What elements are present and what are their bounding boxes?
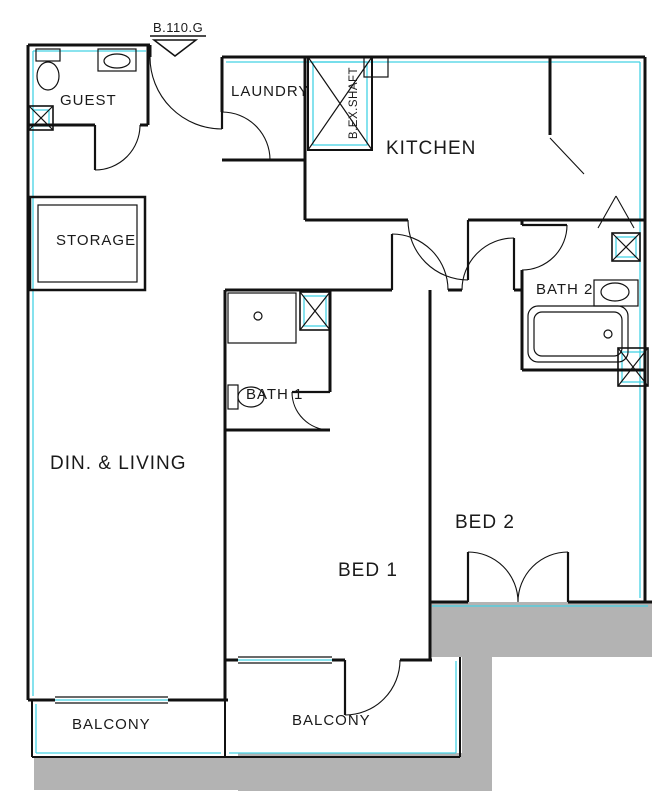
- guest-door-arc: [94, 124, 141, 171]
- storage-walls: [28, 195, 147, 292]
- room-label-bed1: BED 1: [338, 560, 398, 581]
- bath1-toilet-fixture: [227, 384, 265, 410]
- slab-balcony-left: [34, 757, 238, 790]
- bed2-french-door-leaves: [466, 552, 570, 602]
- door-leaves: [93, 57, 570, 715]
- bath2-sink-fixture: [593, 279, 639, 307]
- bath1-door-arc: [291, 391, 331, 431]
- window-lines: [55, 656, 332, 704]
- bath1-shaft-box: [299, 291, 331, 331]
- laundry-door-arc: [221, 111, 271, 161]
- room-label-bath2: BATH 2: [536, 281, 593, 298]
- kitchen-door-arc: [407, 219, 469, 281]
- room-label-bed2: BED 2: [455, 512, 515, 533]
- slab-balcony-center: [238, 753, 492, 791]
- room-label-storage: STORAGE: [56, 232, 136, 249]
- entrance-triangle-icon: [151, 39, 199, 57]
- room-label-balcony-left: BALCONY: [72, 716, 151, 733]
- bed1-balcony-door-arc: [344, 659, 401, 716]
- room-label-guest: GUEST: [60, 92, 117, 109]
- outer-walls: [26, 43, 652, 702]
- bed2-door-arc: [461, 237, 515, 291]
- slab-shapes: [34, 602, 652, 791]
- interior-walls: [28, 45, 645, 432]
- slab-bed2-band: [430, 602, 652, 657]
- room-label-laundry: LAUNDRY: [231, 83, 309, 100]
- bath2-door-arc: [521, 224, 568, 271]
- entrance-door-arc: [149, 56, 223, 130]
- kitchen-column: [363, 56, 389, 78]
- room-label-bath1: BATH 1: [246, 386, 303, 403]
- exhaust-shaft-box: [307, 56, 373, 151]
- guest-shaft-box: [28, 105, 54, 131]
- bed1-door-arc: [391, 233, 449, 291]
- room-label-balcony-center: BALCONY: [292, 712, 371, 729]
- unit-label: B.110.G: [153, 20, 203, 35]
- balcony-rails: [31, 657, 461, 758]
- right-wall-shaft-box-lower: [617, 347, 649, 387]
- bath2-bathtub-fixture: [527, 305, 629, 363]
- door-swing-arcs: [94, 56, 635, 716]
- kitchen-corner-door-lines: [549, 137, 635, 229]
- guest-toilet-fixture: [35, 48, 61, 91]
- fixtures: [28, 48, 649, 410]
- guest-sink-fixture: [97, 48, 137, 72]
- room-labels: B.110.G GUEST STORAGE LAUNDRY B.EX.SHAFT…: [50, 20, 593, 733]
- cyan-accent-lines: [32, 50, 648, 754]
- right-wall-shaft-box-upper: [611, 232, 641, 262]
- slab-balcony-right-column: [462, 657, 492, 757]
- bed2-french-door-arcs: [467, 551, 569, 603]
- room-label-kitchen: KITCHEN: [386, 138, 476, 159]
- bath1-counter-fixture: [227, 292, 297, 344]
- entrance-marker: [150, 35, 206, 57]
- room-label-exhaust-shaft: B.EX.SHAFT: [348, 67, 360, 139]
- room-label-dining-living: DIN. & LIVING: [50, 453, 187, 474]
